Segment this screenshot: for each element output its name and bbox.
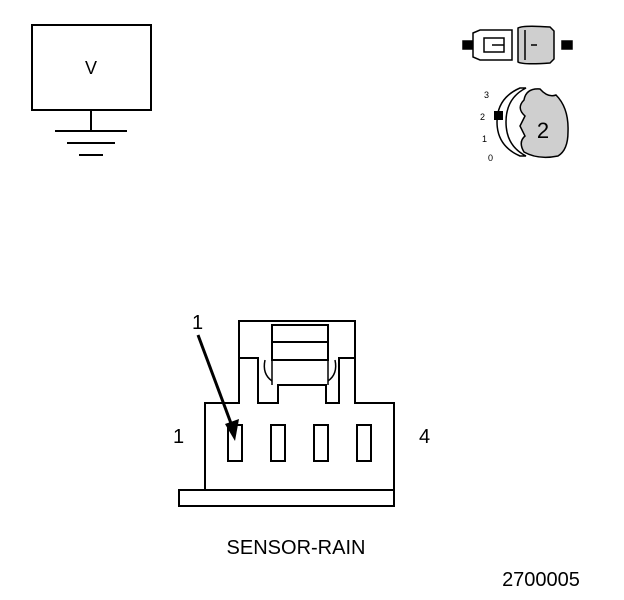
terminal-cavity-2 [270, 424, 286, 462]
pin-last-label: 4 [419, 426, 430, 448]
connector-lock-tab [271, 324, 329, 343]
female-terminal-icon [561, 40, 573, 50]
callout-arrow [196, 334, 239, 441]
male-terminal-icon [462, 40, 474, 50]
connector-latch-outline [239, 357, 355, 404]
key-scale-2: 2 [480, 112, 485, 122]
connector-lock-inner [271, 341, 329, 361]
connector-disconnected-icon [462, 25, 573, 65]
lock-clip-right [327, 359, 337, 382]
callout-label: 1 [192, 312, 203, 334]
connector-base-flange [178, 489, 395, 507]
key-position-label: 2 [537, 118, 549, 143]
pin-first-label: 1 [173, 426, 184, 448]
key-scale-1: 1 [482, 134, 487, 144]
lock-clip-left [263, 359, 273, 382]
key-scale-3: 3 [484, 90, 489, 100]
connector-housing-outline [204, 320, 395, 490]
sensor-rain-connector [178, 320, 395, 507]
key-marker-icon [494, 111, 503, 120]
voltmeter-label: V [85, 58, 97, 78]
connector-name: SENSOR-RAIN [227, 537, 366, 559]
figure-number: 2700005 [502, 569, 580, 591]
voltmeter-symbol: V [31, 24, 152, 156]
ground-icon [55, 130, 127, 156]
arrow-head-icon [225, 419, 239, 441]
key-scale-0: 0 [488, 153, 493, 163]
terminal-cavity-4 [356, 424, 372, 462]
terminal-cavity-3 [313, 424, 329, 462]
ignition-switch-icon: 3 2 1 0 2 [480, 87, 569, 163]
key-cylinder-icon [496, 87, 527, 157]
key-head-icon [519, 88, 569, 159]
